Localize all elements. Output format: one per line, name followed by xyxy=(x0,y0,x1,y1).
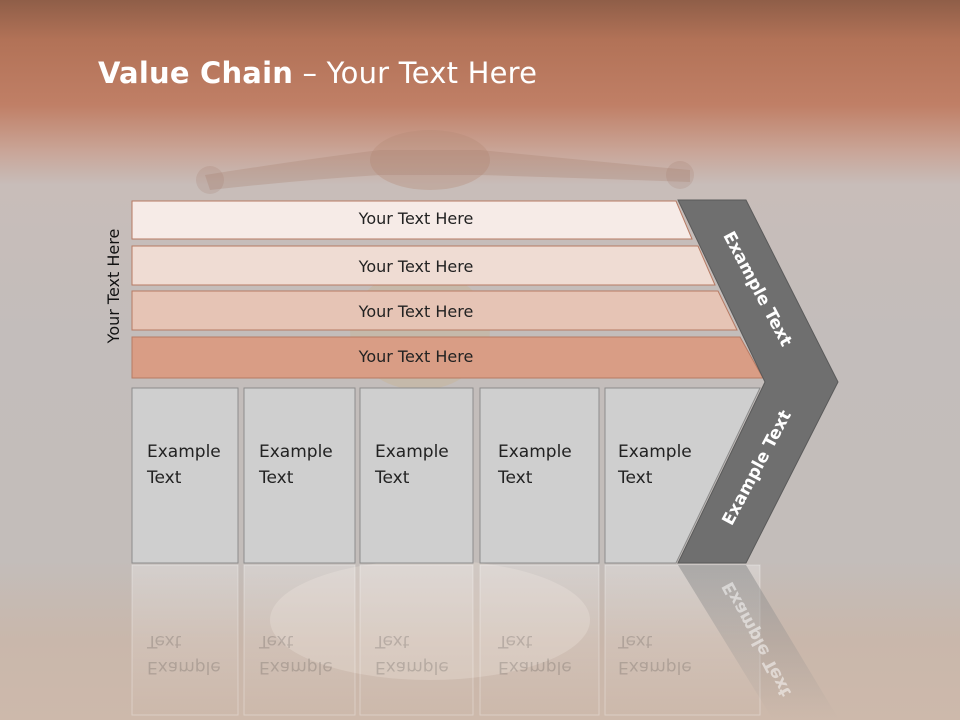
chevron-shape xyxy=(677,199,839,564)
box-shape-2 xyxy=(243,387,356,564)
bar-shape-1 xyxy=(131,200,693,240)
bar-label-3: Your Text Here xyxy=(358,302,474,321)
box-shape-1 xyxy=(131,387,239,564)
chevron-reflection xyxy=(678,565,838,718)
slide-title: Value Chain – Your Text Here xyxy=(98,56,537,90)
bar-shape-3 xyxy=(131,290,738,331)
bar-label-1: Your Text Here xyxy=(358,209,474,228)
title-bold: Value Chain xyxy=(98,56,294,90)
bar-shape-2 xyxy=(131,245,716,286)
box-reflections xyxy=(131,564,761,716)
bar-label-4: Your Text Here xyxy=(358,347,474,366)
box-shape-5 xyxy=(604,387,761,564)
title-rest: – Your Text Here xyxy=(293,56,538,90)
bar-label-2: Your Text Here xyxy=(358,257,474,276)
box-shape-4 xyxy=(479,387,600,564)
box-shape-3 xyxy=(359,387,474,564)
